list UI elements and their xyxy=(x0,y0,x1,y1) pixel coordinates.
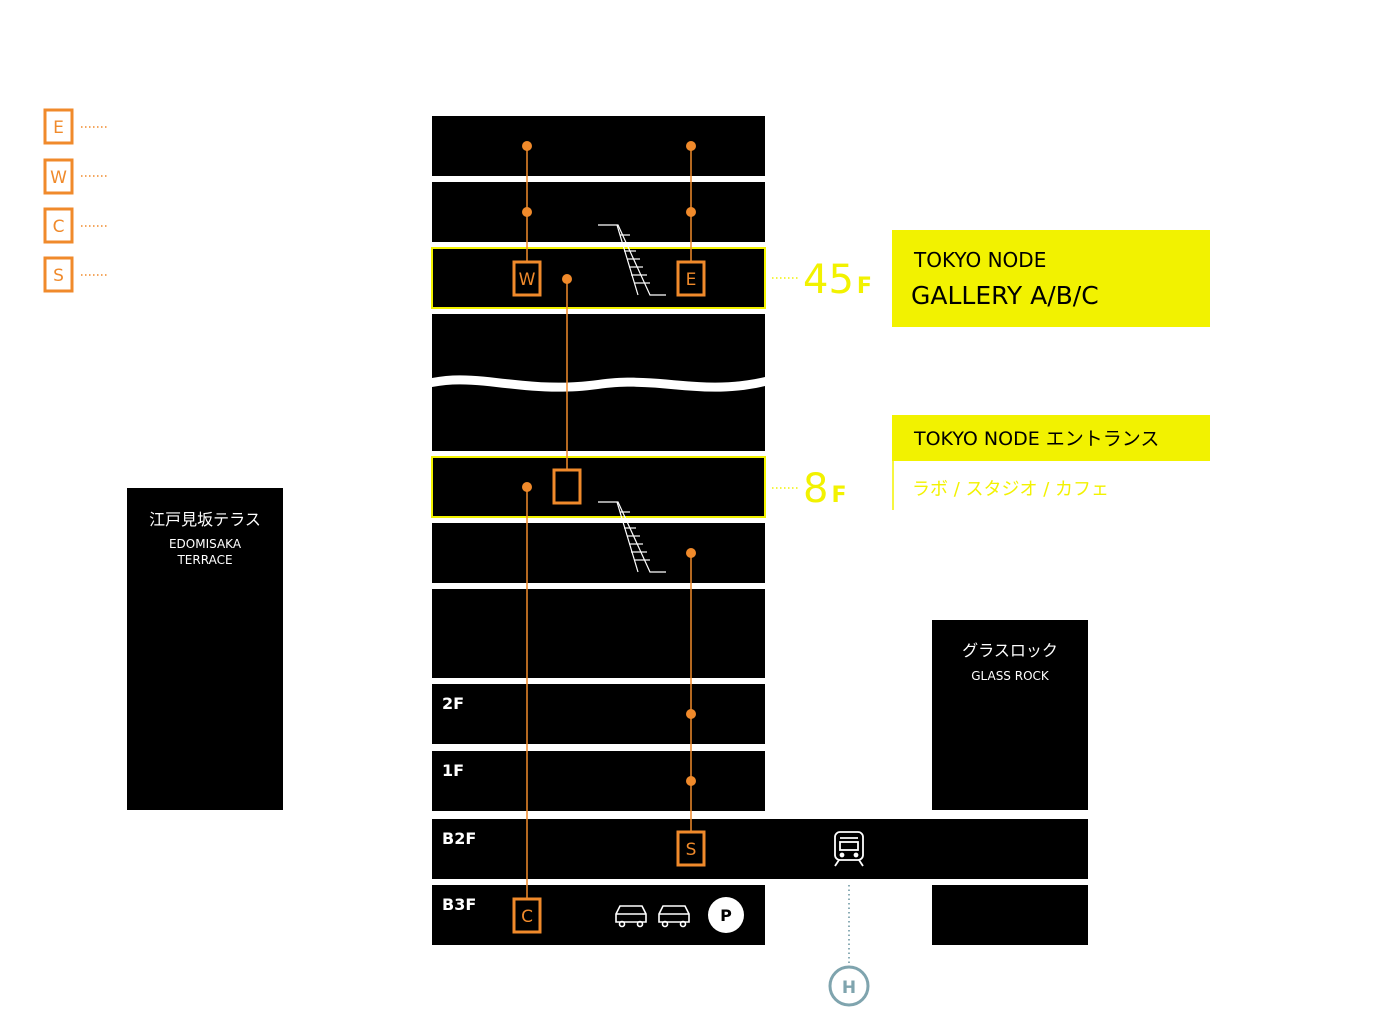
car-icon xyxy=(615,905,647,928)
floor-slab xyxy=(432,116,765,176)
floor-slab-b2f xyxy=(432,819,1088,879)
floor-label-b2f: B2F xyxy=(442,829,476,848)
escalator-icon xyxy=(598,224,666,296)
floor-slab xyxy=(432,589,765,678)
floor-slab-1f xyxy=(432,751,765,811)
elevator-marker-e[interactable]: E xyxy=(676,260,706,297)
elevator-marker-blank[interactable] xyxy=(552,468,582,505)
legend-letter-s: S xyxy=(53,266,64,286)
glass-rock-label-en: GLASS ROCK xyxy=(971,669,1050,683)
elevator-stop-dot xyxy=(686,548,696,558)
station-marker[interactable]: H xyxy=(828,965,870,1007)
floor-label-b3f: B3F xyxy=(442,895,476,914)
elevator-stop-dot xyxy=(562,274,572,284)
gallery-label-line1: TOKYO NODE xyxy=(913,248,1046,272)
floor-break-wave xyxy=(432,375,765,392)
glass-rock-label-jp: グラスロック xyxy=(962,641,1058,660)
car-icon xyxy=(658,905,690,928)
elevator-letter-c: C xyxy=(521,907,533,927)
edomisaka-label-en2: TERRACE xyxy=(176,553,232,567)
elevator-letter-w: W xyxy=(519,270,536,290)
floor-slab-8f[interactable] xyxy=(431,456,766,518)
floor-suffix-45: F xyxy=(857,274,872,299)
legend-letter-c: C xyxy=(53,217,65,237)
legend-item-s: S xyxy=(43,256,109,293)
elevator-letter-s: S xyxy=(686,840,697,860)
station-marker-letter: H xyxy=(842,978,856,998)
edomisaka-label-en1: EDOMISAKA xyxy=(169,537,242,551)
legend-letter-w: W xyxy=(50,168,67,188)
legend-item-e: E xyxy=(43,108,109,145)
entrance-label-title: TOKYO NODE エントランス xyxy=(913,428,1159,450)
train-icon xyxy=(834,831,864,867)
main-tower xyxy=(431,116,1088,945)
elevator-stop-dot xyxy=(686,709,696,719)
floor-label-1f: 1F xyxy=(442,761,464,780)
elevator-stop-dot xyxy=(522,141,532,151)
entrance-label-subtitle: ラボ / スタジオ / カフェ xyxy=(912,479,1109,500)
floor-label-2f: 2F xyxy=(442,694,464,713)
elevator-stop-dot xyxy=(522,207,532,217)
gallery-label-box[interactable] xyxy=(892,230,1210,327)
parking-icon[interactable]: P xyxy=(708,897,744,933)
entrance-label-box[interactable] xyxy=(892,415,1210,461)
gallery-label-line2: GALLERY A/B/C xyxy=(911,281,1099,310)
elevator-marker-s[interactable]: S xyxy=(676,830,706,867)
elevator-stop-dot xyxy=(686,776,696,786)
floor-slab xyxy=(432,182,765,242)
edomisaka-label-jp: 江戸見坂テラス xyxy=(149,510,261,529)
floor-slab-2f xyxy=(432,684,765,744)
elevator-marker-w[interactable]: W xyxy=(512,260,542,297)
elevator-stop-dot xyxy=(686,141,696,151)
elevator-marker-c[interactable]: C xyxy=(512,897,542,934)
escalator-icon xyxy=(598,501,666,573)
glass-rock-building[interactable]: グラスロック GLASS ROCK xyxy=(932,620,1088,945)
elevator-stop-dot xyxy=(686,207,696,217)
elevator-letter-e: E xyxy=(686,270,697,290)
floor-number-45: 45 xyxy=(803,257,854,303)
legend: E W C S xyxy=(43,108,109,293)
floor-suffix-8: F xyxy=(831,483,846,508)
elevator-stops xyxy=(522,141,696,786)
legend-item-c: C xyxy=(43,207,109,244)
elevator-stop-dot xyxy=(522,482,532,492)
parking-letter: P xyxy=(720,906,732,925)
legend-letter-e: E xyxy=(53,118,64,138)
legend-item-w: W xyxy=(43,158,109,195)
edomisaka-terrace-building[interactable]: 江戸見坂テラス EDOMISAKA TERRACE xyxy=(127,488,283,810)
floor-number-8: 8 xyxy=(803,466,828,512)
glass-rock-basement xyxy=(932,885,1088,945)
elevator-lines xyxy=(526,146,692,900)
floor-slab xyxy=(432,523,765,583)
floor-slab-45f[interactable] xyxy=(431,247,766,309)
